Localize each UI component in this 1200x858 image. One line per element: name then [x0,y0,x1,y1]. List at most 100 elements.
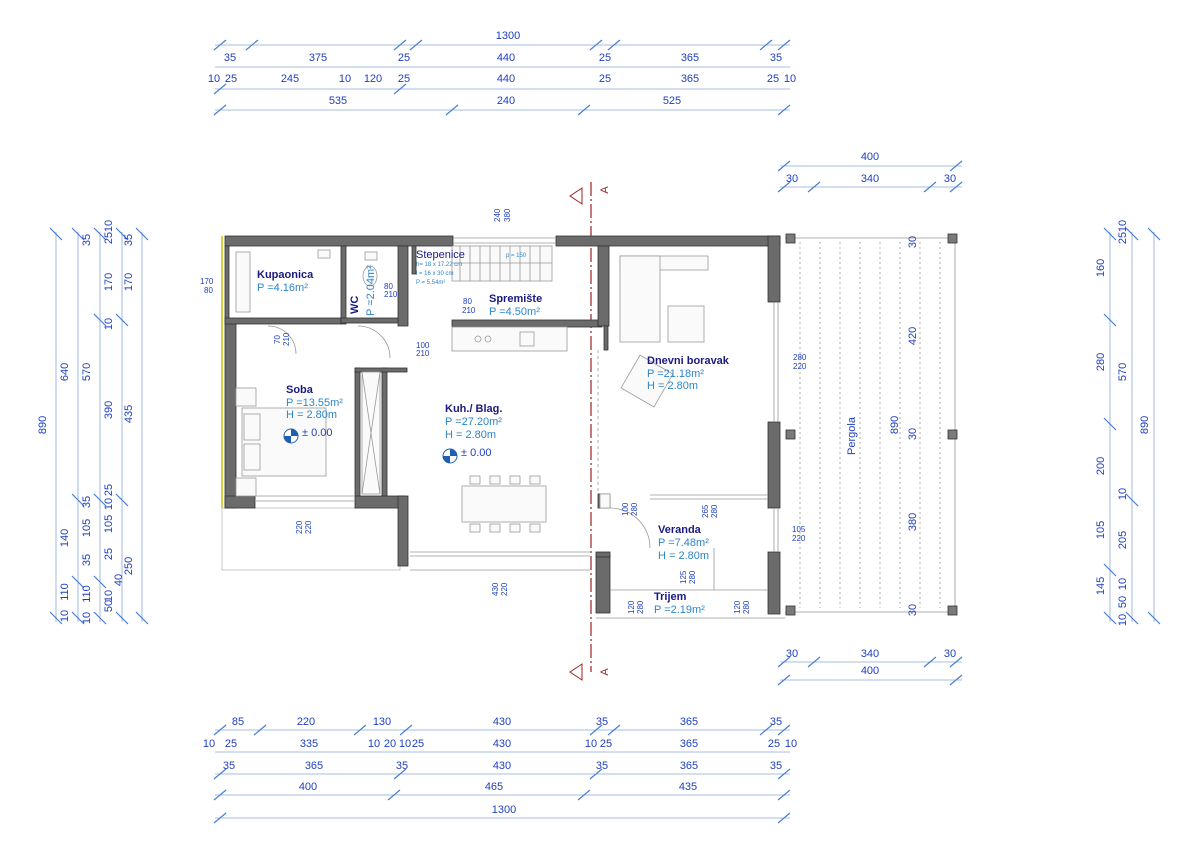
opening-size: 70 [273,335,282,344]
pergola-dimensions: 400 30 340 30 30 340 30 400 [777,151,963,686]
section-mark-top: A [599,186,611,194]
pergola-post [785,605,796,616]
right-dimension-chain: 160 280 570 200 105 145 10 25 10 10 205 … [1095,220,1161,626]
pergola-post [947,233,958,244]
pergola-bottom-dim: 30 [786,648,798,660]
opening-size: 100 [621,502,630,516]
left-dimension-chain: 890 640 140 110 10 570 105 110 10 35 170… [37,220,149,625]
bottom-dim: 10 [368,738,380,750]
pergola-side-dim: 30 [907,236,919,248]
top-dim: 10 [784,73,796,85]
left-dim: 35 [81,234,93,246]
bottom-dimension-chain: 85 220 130 430 35 365 35 10 25 335 10 20… [203,716,797,824]
stairs [451,245,553,282]
section-line-a: A A [569,182,611,681]
opening-labels: 170 80 80 210 70 210 100 210 80 210 240 … [200,208,807,614]
stair-spec: h= 18 x 17.22 cm [416,262,462,268]
room-name: WC [349,296,361,314]
left-dim: 110 [59,583,71,601]
windows [256,237,779,591]
top-dim: 525 [663,95,681,107]
right-dim: 160 [1095,259,1107,277]
pergola-label: Pergola [846,416,858,455]
left-dim: 10 [103,498,115,510]
bottom-dim: 25 [412,738,424,750]
sofa [619,255,709,408]
room-area: P =2.04m² [365,265,377,316]
bottom-dim: 20 [384,738,396,750]
room-area: P =21.18m² [647,368,704,380]
opening-size: 220 [295,520,304,534]
right-dim: 50 [1117,596,1129,608]
level-text: ± 0.00 [461,447,492,459]
left-total: 890 [37,416,49,434]
top-dim: 35 [770,52,782,64]
top-dim: 10 [208,73,220,85]
bottom-dim: 35 [596,716,608,728]
right-dim: 25 [1117,232,1129,244]
top-dim: 25 [599,52,611,64]
opening-size: 280 [636,600,645,614]
left-dim: 25 [103,548,115,560]
level-marker-icon [283,428,299,444]
top-dim: 25 [225,73,237,85]
stair-slope: p = 150 [506,253,527,259]
opening-size: 170 [200,277,214,286]
room-height: H = 2.80m [445,429,496,441]
opening-size: 280 [793,353,807,362]
top-total: 1300 [496,30,520,42]
section-arrow-icon [569,187,583,205]
bottom-dim: 430 [493,760,511,772]
room-area: P =13.55m² [286,397,343,409]
bottom-total: 1300 [492,804,516,816]
room-name: Veranda [658,524,702,536]
room-kuhinja: Kuh./ Blag. P =27.20m² H = 2.80m [445,403,502,441]
right-dim: 10 [1117,220,1129,232]
right-total: 890 [1139,416,1151,434]
opening-size: 80 [463,297,472,306]
pergola-post [947,429,958,440]
bottom-dim: 25 [768,738,780,750]
room-height: H = 2.80m [647,380,698,392]
left-dim: 170 [103,273,115,291]
opening-size: 80 [384,282,393,291]
bottom-dim: 430 [493,716,511,728]
bottom-dim: 435 [679,781,697,793]
right-dim: 570 [1117,363,1129,381]
pergola-side-dim: 30 [907,428,919,440]
left-dim: 390 [103,401,115,419]
bottom-dim: 25 [225,738,237,750]
top-dim: 240 [497,95,515,107]
pergola-bottom-total: 400 [861,665,879,677]
walls [224,235,781,615]
opening-size: 210 [384,290,398,299]
bottom-dim: 35 [770,760,782,772]
room-spremiste: Spremište P =4.50m² [489,293,542,318]
left-dim: 570 [81,363,93,381]
bottom-dim: 35 [770,716,782,728]
pergola-top-total: 400 [861,151,879,163]
section-mark-bottom: A [599,668,611,676]
room-wc: WC P =2.04m² [349,265,377,316]
opening-size: 280 [688,570,697,584]
left-dim: 250 [123,557,135,575]
bottom-dim: 400 [299,781,317,793]
top-dim: 365 [681,73,699,85]
bottom-dim: 10 [399,738,411,750]
room-stepenice: Stepenice h= 18 x 17.22 cm l = 16 x 30 c… [416,249,465,286]
right-dim: 10 [1117,578,1129,590]
left-dim: 25 [103,232,115,244]
room-name: Kuh./ Blag. [445,403,502,415]
opening-size: 210 [416,349,430,358]
opening-size: 280 [710,504,719,518]
top-dim: 365 [681,52,699,64]
right-dim: 105 [1095,521,1107,539]
top-dim: 375 [309,52,327,64]
bottom-dim: 85 [232,716,244,728]
furniture [235,245,709,533]
pergola-post [947,605,958,616]
bottom-dim: 365 [680,716,698,728]
opening-size: 210 [462,306,476,315]
left-dim: 10 [81,612,93,624]
right-dim: 10 [1117,614,1129,626]
